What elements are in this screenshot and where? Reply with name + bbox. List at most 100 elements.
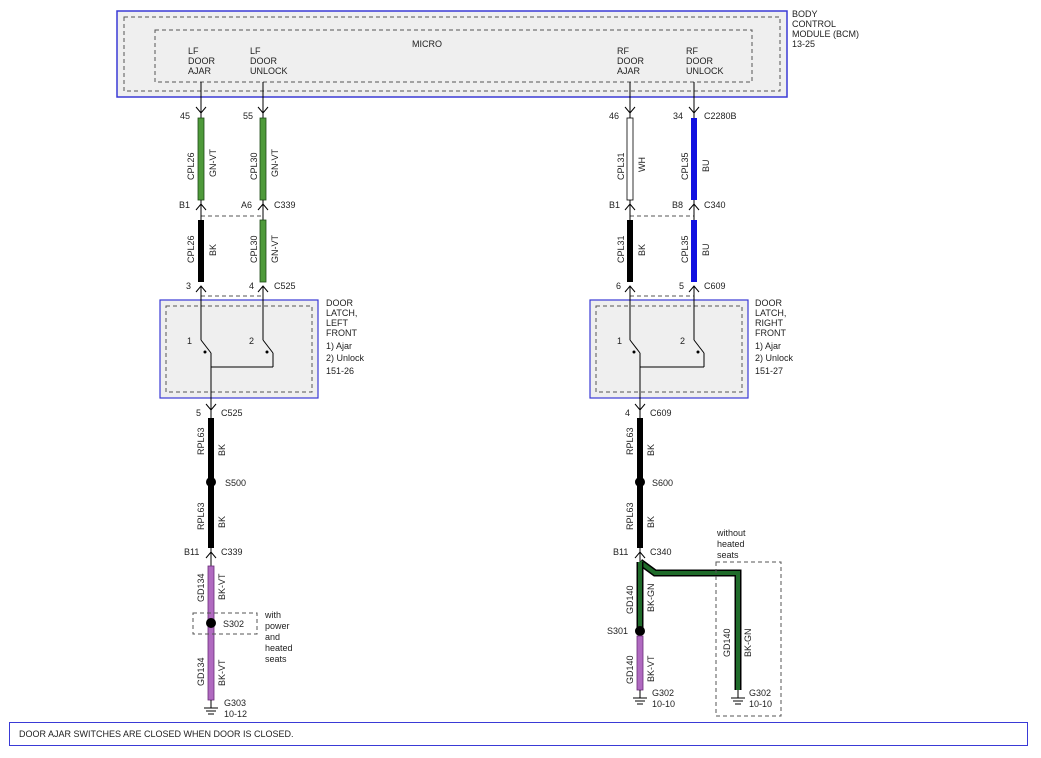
- wire-cpl26-gn-vt: [197, 117, 205, 201]
- pin-label-rf-ajar-2: DOOR: [617, 56, 645, 66]
- connector-label: C339: [221, 547, 243, 557]
- latch-label: FRONT: [326, 328, 357, 338]
- wire-circuit-label: CPL35: [680, 235, 690, 263]
- splice-s600: [635, 477, 645, 487]
- pin-label-rf-ajar-1: RF: [617, 46, 629, 56]
- switch-number: 1: [617, 336, 622, 346]
- wire-color-label: BK: [646, 444, 656, 456]
- option-note: power: [265, 621, 290, 631]
- wire-cpl35-bu: [691, 220, 697, 282]
- latch-label: LATCH,: [755, 308, 786, 318]
- connector-label: C2280B: [704, 111, 737, 121]
- pin-number: 46: [609, 111, 619, 121]
- wire-circuit-label: RPL63: [196, 502, 206, 530]
- wire-cpl31-bk: [627, 220, 633, 282]
- ground-label: G302: [652, 688, 674, 698]
- pin-number: 5: [196, 408, 201, 418]
- option-note: seats: [265, 654, 287, 664]
- wire-cpl30-gn-vt: [259, 219, 267, 283]
- wire-gd140-bk-vt: [636, 635, 644, 691]
- wire-cpl31-wh: [626, 117, 634, 201]
- bcm-inner-dash: [123, 16, 781, 92]
- wire-circuit-label: CPL35: [680, 152, 690, 180]
- wire-circuit-label: CPL31: [616, 152, 626, 180]
- wire-color-label: BK: [217, 516, 227, 528]
- splice-s301: [635, 626, 645, 636]
- pin-number: B1: [179, 200, 190, 210]
- pin-label-rf-unlock-2: DOOR: [686, 56, 714, 66]
- latch-label: DOOR: [755, 298, 783, 308]
- splice-label: S500: [225, 478, 246, 488]
- wire-circuit-label: RPL63: [625, 427, 635, 455]
- pin-number: 55: [243, 111, 253, 121]
- connector-label: C525: [274, 281, 296, 291]
- ground-label: G302: [749, 688, 771, 698]
- bcm-outline: [116, 10, 788, 98]
- switch-contact: [203, 350, 207, 354]
- wire-color-label: BU: [701, 159, 711, 172]
- latch-label: FRONT: [755, 328, 786, 338]
- wire-gd134-bk-vt: [207, 565, 215, 701]
- latch-label: RIGHT: [755, 318, 784, 328]
- switch-number: 2: [249, 336, 254, 346]
- wire-color-label: GN-VT: [270, 235, 280, 264]
- connector-label: C340: [704, 200, 726, 210]
- wire-color-label: BK: [637, 244, 647, 256]
- latch-label: 151-26: [326, 366, 354, 376]
- latch-label: LATCH,: [326, 308, 357, 318]
- door-latch-inner-dash: [165, 305, 313, 393]
- wire-color-label: BK-GN: [646, 583, 656, 612]
- ground-icon: [633, 697, 647, 705]
- switch-contact: [265, 350, 269, 354]
- latch-label: LEFT: [326, 318, 349, 328]
- pin-label-lf-ajar-1: LF: [188, 46, 199, 56]
- latch-label: 151-27: [755, 366, 783, 376]
- wire-color-label: WH: [637, 157, 647, 172]
- wire-circuit-label: GD134: [196, 657, 206, 686]
- pin-label-rf-unlock-1: RF: [686, 46, 698, 56]
- option-note: heated: [717, 539, 745, 549]
- pin-number: 4: [625, 408, 630, 418]
- micro-label: MICRO: [412, 39, 442, 49]
- latch-label: 1) Ajar: [755, 341, 781, 351]
- door-latch-left-front: [159, 299, 319, 399]
- switch-blade: [629, 339, 641, 354]
- pin-label-lf-unlock-2: DOOR: [250, 56, 278, 66]
- pin-number: B11: [184, 547, 199, 557]
- wire-circuit-label: CPL26: [186, 235, 196, 263]
- wire-circuit-label: GD140: [625, 655, 635, 684]
- wire-cpl26-bk: [198, 220, 204, 282]
- pin-number: 4: [249, 281, 254, 291]
- ground-label: G303: [224, 698, 246, 708]
- bcm-title-3: MODULE (BCM): [792, 29, 859, 39]
- pin-label-lf-ajar-3: AJAR: [188, 66, 212, 76]
- footnote-text: DOOR AJAR SWITCHES ARE CLOSED WHEN DOOR …: [19, 729, 294, 739]
- splice-s500: [206, 477, 216, 487]
- option-note: with: [264, 610, 281, 620]
- switch-number: 2: [680, 336, 685, 346]
- switch-blade: [262, 339, 274, 354]
- latch-label: 2) Unlock: [755, 353, 794, 363]
- wire-color-label: BK-VT: [646, 655, 656, 682]
- wire-color-label: BK-VT: [217, 659, 227, 686]
- option-note: heated: [265, 643, 293, 653]
- connector-label: C609: [704, 281, 726, 291]
- left-door-circuit: 45 55 CPL26 GN-VT CPL30 GN-VT B1 A6 C339…: [159, 97, 365, 719]
- connector-label: C339: [274, 200, 296, 210]
- pin-number: 3: [186, 281, 191, 291]
- pin-number: B8: [672, 200, 683, 210]
- wire-color-label: GN-VT: [208, 149, 218, 178]
- wire-cpl35-bu: [691, 118, 697, 200]
- pin-label-lf-unlock-1: LF: [250, 46, 261, 56]
- micro-dash: [154, 29, 753, 83]
- wire-color-label: BK-VT: [217, 573, 227, 600]
- bcm-module: MICRO BODY CONTROL MODULE (BCM) 13-25 LF…: [116, 9, 859, 98]
- wire-circuit-label: GD140: [625, 585, 635, 614]
- option-note: without: [716, 528, 746, 538]
- wire-circuit-label: CPL30: [249, 235, 259, 263]
- right-door-circuit: 46 34 C2280B CPL31 WH CPL35 BU B1 B8 C34…: [589, 97, 794, 717]
- splice-s302: [206, 618, 216, 628]
- switch-number: 1: [187, 336, 192, 346]
- bcm-title-2: CONTROL: [792, 19, 836, 29]
- option-note: seats: [717, 550, 739, 560]
